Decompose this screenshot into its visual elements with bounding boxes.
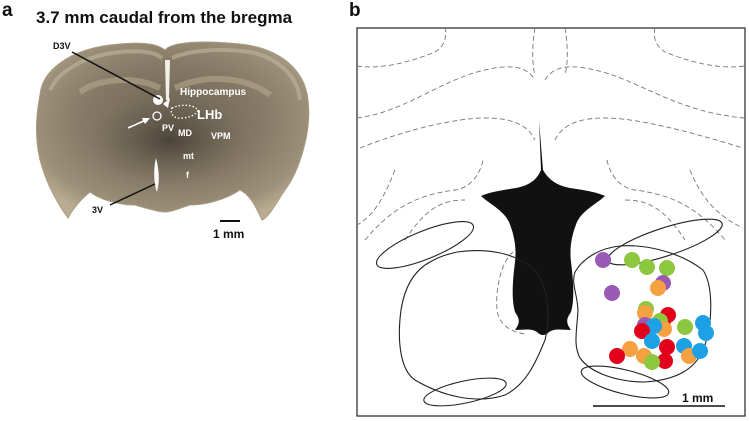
injection-dot-red [659, 339, 675, 355]
injection-dot-purple [595, 252, 611, 268]
injection-dot-green [659, 260, 675, 276]
3v-label: 3V [92, 205, 103, 215]
hippocampus-label: Hippocampus [180, 87, 247, 98]
schematic-diagram: 1 mm [345, 0, 749, 421]
lhb-label: LHb [197, 107, 222, 122]
injection-dot-green [677, 319, 693, 335]
injection-dot-green [624, 252, 640, 268]
injection-dot-red [609, 348, 625, 364]
md-label: MD [178, 128, 192, 138]
pv-label: PV [162, 123, 174, 133]
panel-b: b [345, 0, 749, 421]
injection-dot-blue [692, 343, 708, 359]
injection-dot-blue [644, 333, 660, 349]
panel-b-scale-label: 1 mm [682, 391, 713, 405]
injection-dot-blue [698, 325, 714, 341]
injection-dot-green [639, 259, 655, 275]
injection-dot-purple [604, 285, 620, 301]
mt-label: mt [183, 151, 194, 161]
brain-section-image: D3V Hippocampus LHb PV MD VPM mt f 3V 1 … [0, 0, 340, 421]
panel-a: a 3.7 mm caudal from the bregma [0, 0, 340, 421]
panel-a-scale-label: 1 mm [213, 227, 244, 241]
injection-dot-orange [650, 280, 666, 296]
vpm-label: VPM [211, 131, 231, 141]
d3v-label: D3V [53, 41, 71, 51]
injection-dot-green [644, 354, 660, 370]
